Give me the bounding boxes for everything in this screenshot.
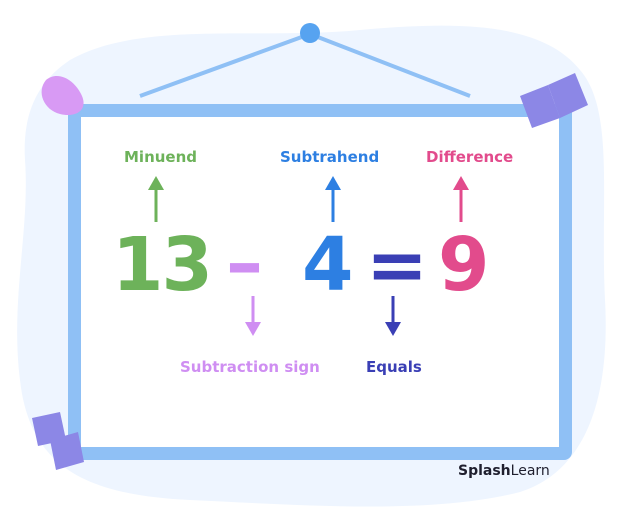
subtraction-sign-down-arrow: [245, 296, 261, 336]
equals-sign: =: [366, 222, 429, 308]
subtraction-sign-label: Subtraction sign: [180, 358, 320, 376]
minuend-label: Minuend: [124, 148, 198, 166]
whiteboard-frame: [68, 104, 572, 460]
hanging-string-left: [139, 32, 311, 98]
brand-logo-light: Learn: [510, 463, 550, 479]
brand-logo: SplashLearn: [458, 463, 550, 479]
leaf-ornament-icon: [41, 75, 84, 116]
equals-down-arrow: [385, 296, 401, 336]
minuend-number: 13: [112, 222, 213, 308]
difference-number: 9: [438, 222, 490, 308]
minuend-up-arrow: [148, 176, 164, 222]
corner-block-icon: [32, 412, 84, 470]
corner-block-icon: [520, 73, 588, 128]
subtrahend-label: Subtrahend: [280, 148, 380, 166]
subtrahend-number: 4: [302, 222, 354, 308]
subtraction-sign: –: [226, 220, 263, 306]
equals-label: Equals: [366, 358, 422, 376]
difference-label: Difference: [426, 148, 514, 166]
brand-logo-bold: Splash: [458, 463, 511, 479]
subtrahend-up-arrow: [325, 176, 341, 222]
hanging-string-right: [309, 32, 471, 98]
hanging-pin-icon: [300, 23, 320, 43]
difference-up-arrow: [453, 176, 469, 222]
